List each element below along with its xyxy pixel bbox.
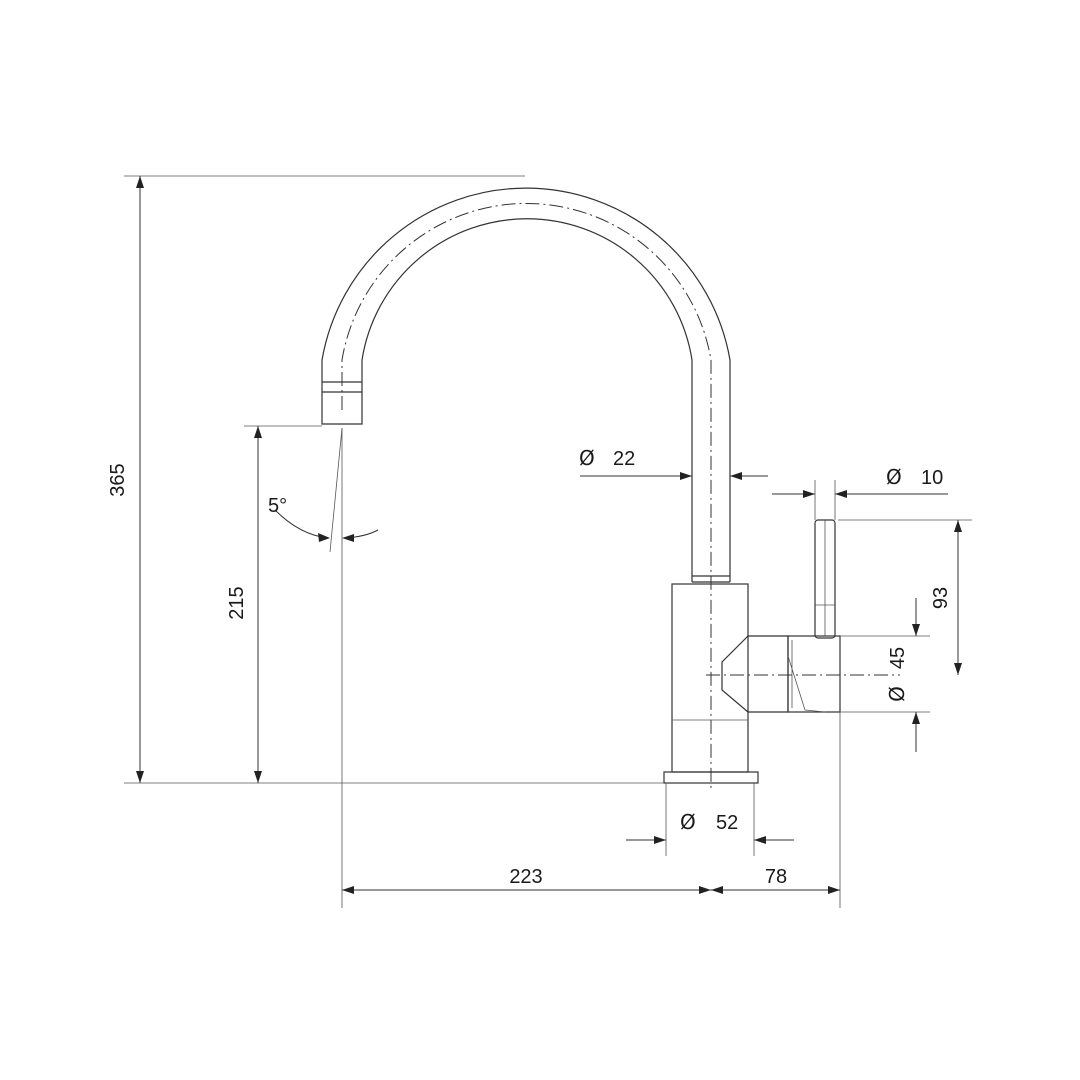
label-spout-reach: 223 (509, 866, 542, 888)
cartridge-housing (721, 635, 789, 713)
base-flange (663, 771, 759, 784)
diameter-symbol-handle: Ø (886, 465, 902, 489)
label-spout-diameter: 22 (613, 448, 635, 470)
dimension-lines (124, 175, 972, 908)
label-spout-height: 215 (226, 586, 248, 619)
diameter-symbol-spout: Ø (579, 446, 595, 470)
spout-angle-line (329, 427, 343, 553)
label-cap-diameter: 45 (887, 647, 909, 669)
main-body (671, 583, 749, 773)
dimension-labels: 365 215 5° Ø 22 Ø 10 93 45 Ø Ø 52 223 78 (107, 446, 952, 888)
spout-outer-arc (321, 187, 731, 582)
faucet-outline (321, 187, 900, 790)
spout-inner-arc (361, 218, 693, 582)
label-handle-diameter: 10 (921, 467, 943, 489)
spout-collar (692, 575, 730, 583)
label-handle-reach: 78 (765, 866, 787, 888)
label-base-diameter: 52 (716, 812, 738, 834)
label-total-height: 365 (107, 463, 129, 496)
angle-arrow-left (318, 533, 330, 542)
lever-cap (787, 635, 841, 713)
lever-cap-detail (787, 640, 826, 713)
diameter-symbol-base: Ø (680, 810, 696, 834)
label-handle-height: 93 (930, 587, 952, 609)
angle-arrow-right (342, 534, 354, 542)
spout-centerline (341, 203, 712, 790)
diameter-symbol-cap: Ø (885, 686, 909, 702)
label-spout-angle: 5° (268, 495, 287, 517)
spout-aerator (321, 381, 363, 425)
handle-detail (815, 520, 835, 636)
